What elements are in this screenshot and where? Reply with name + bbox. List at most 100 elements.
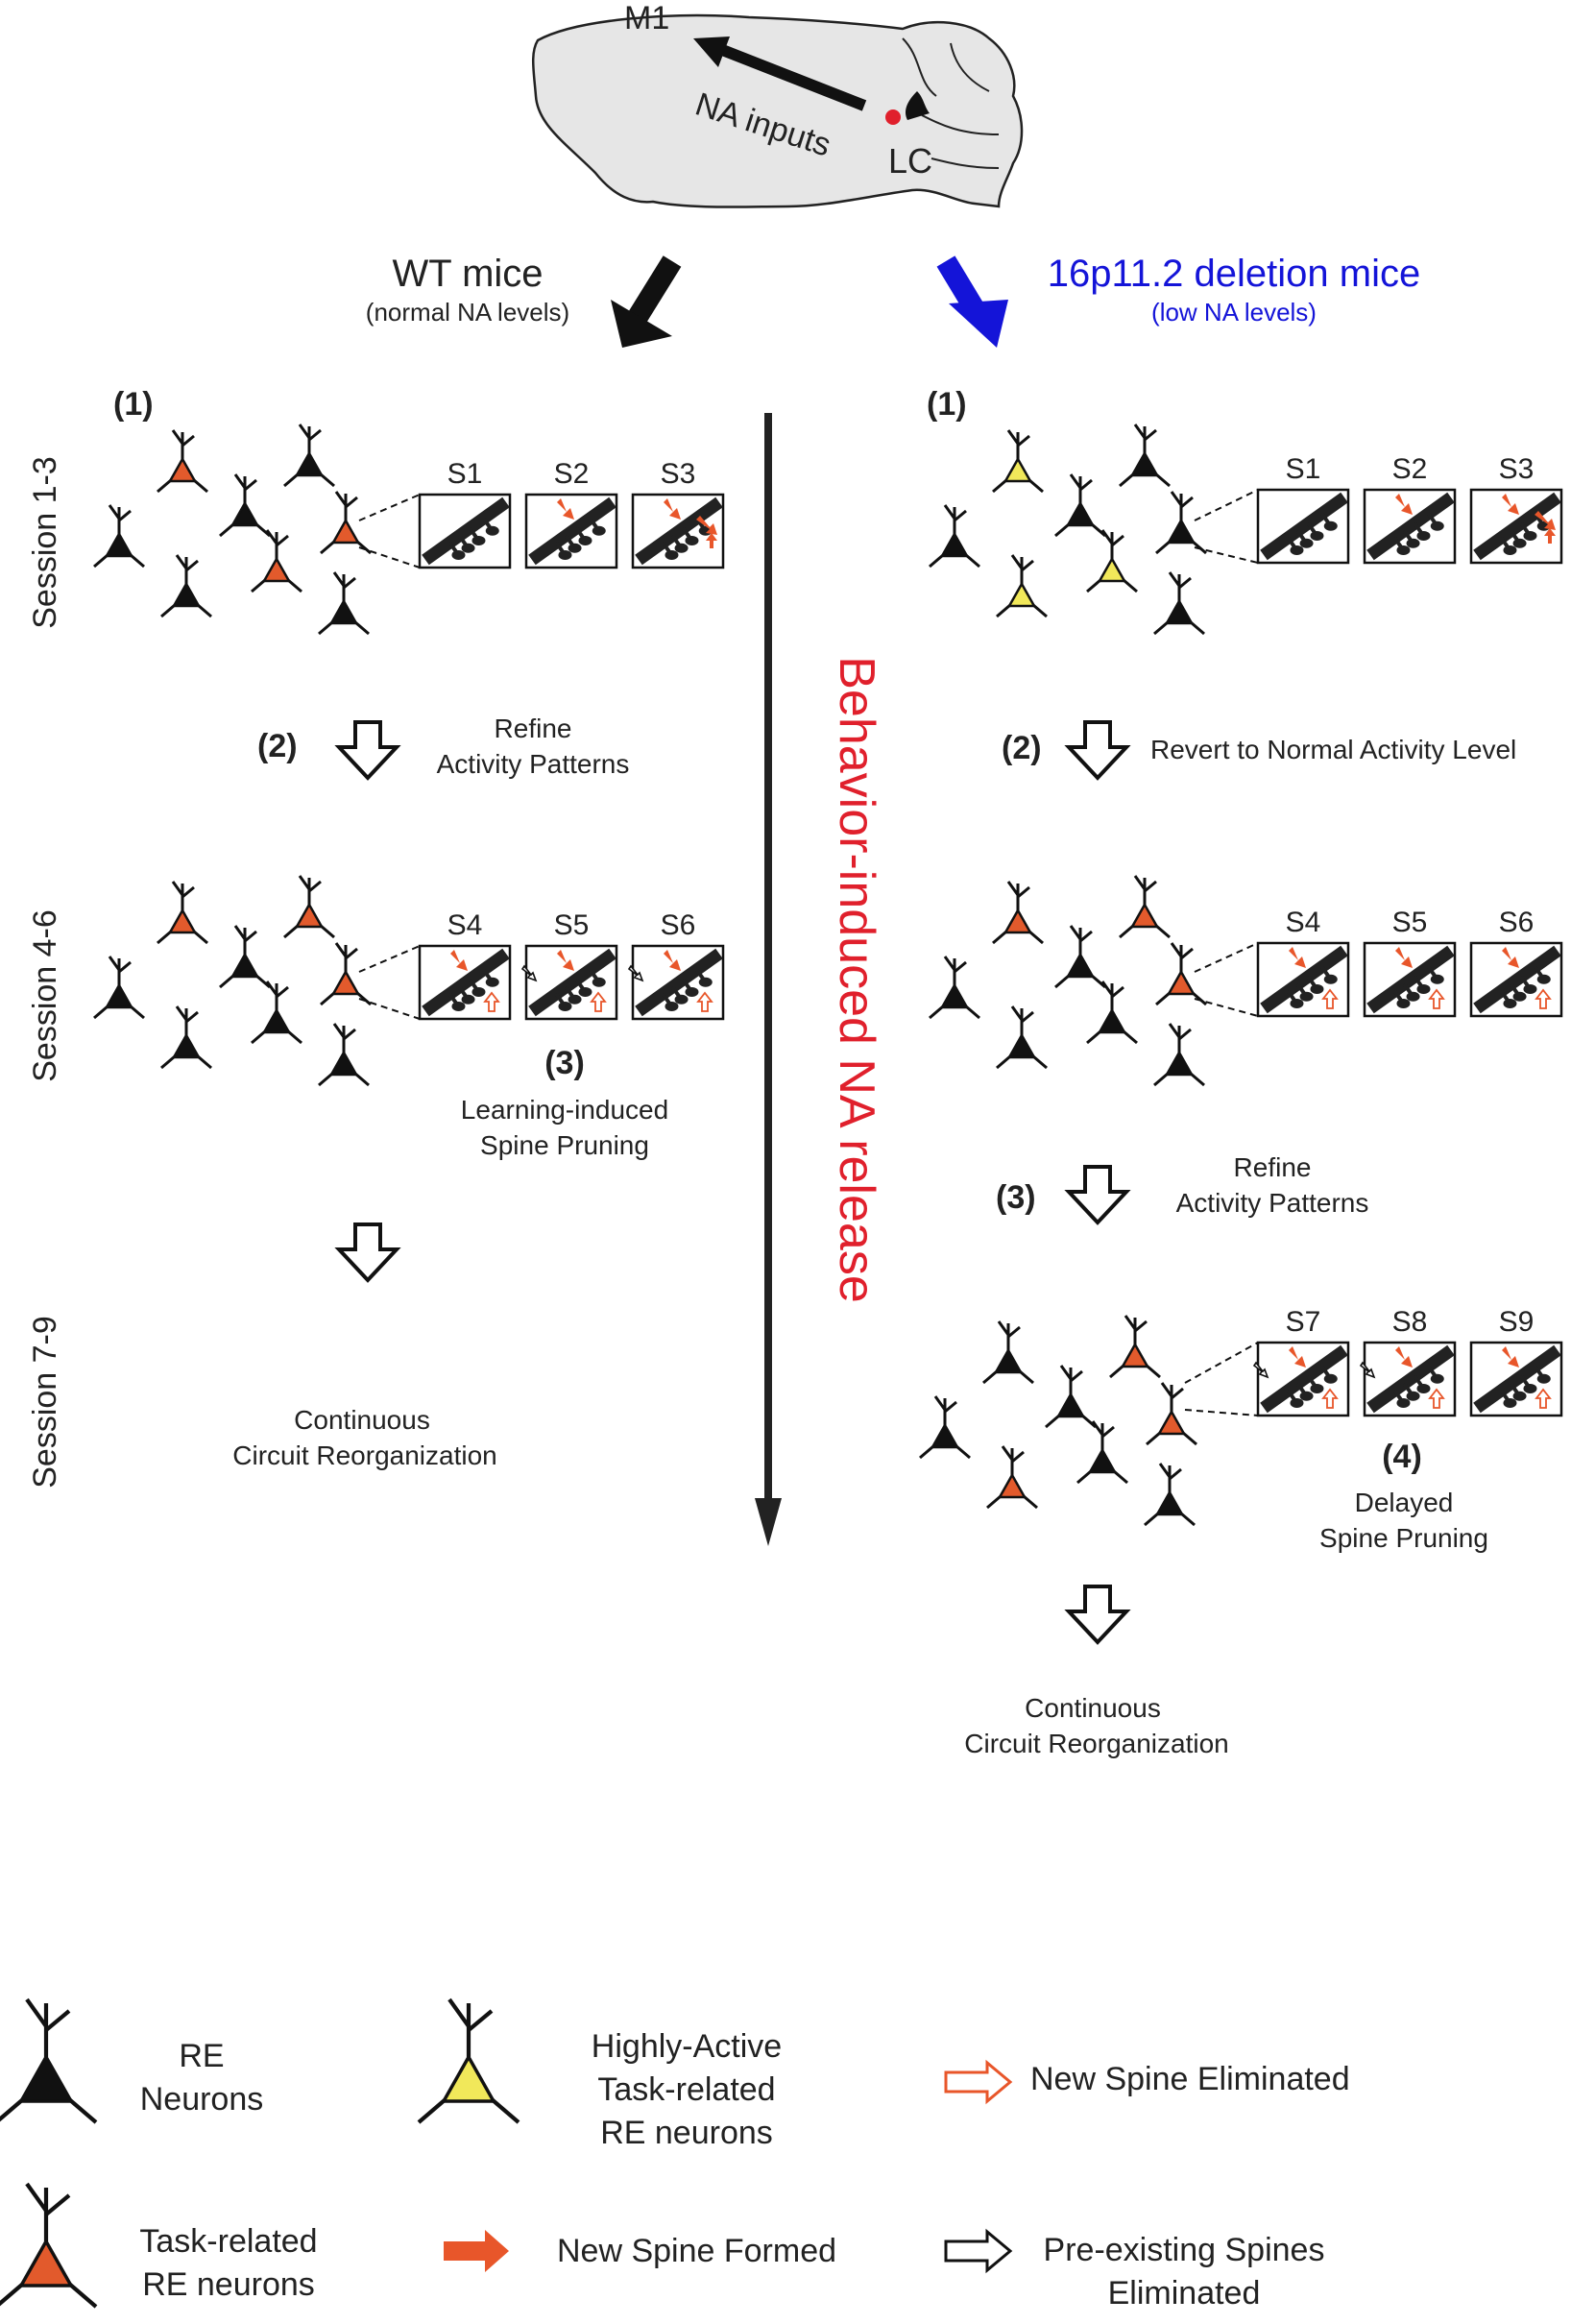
wt-spine-panels-s4-s6: S4 S5 S6	[358, 909, 725, 1021]
legend-new-spine-eliminated-icon	[944, 2059, 1013, 2105]
legend-highly-active-neuron-icon	[417, 1997, 520, 2124]
wt-step-1: (1)	[113, 386, 154, 423]
neuron-icon	[219, 925, 271, 989]
spine-panel-s8-label: S8	[1392, 1306, 1428, 1338]
spine-panel-s4: S4	[1256, 907, 1350, 1018]
spine-panel-s6-label: S6	[661, 909, 696, 941]
wt-arrow-head	[611, 300, 672, 348]
deletion-neuron-group-sessions-7-9	[919, 1315, 1197, 1527]
cerebellum-folds	[902, 37, 1000, 169]
deletion-neuron-group-sessions-1-3	[929, 424, 1207, 636]
deletion-step-3-line-1: Refine	[1234, 1152, 1312, 1182]
spine-panel-s1: S1	[418, 458, 512, 569]
spine-panel-s2: S2	[1363, 453, 1457, 565]
spine-panel-s6: S6	[627, 909, 725, 1021]
deletion-subtitle: (low NA levels)	[1151, 298, 1317, 327]
neuron-icon	[1054, 473, 1106, 538]
legend-neuron-red-shape	[0, 2182, 98, 2309]
wt-arrow-shaft	[628, 255, 682, 323]
neuron-icon	[929, 956, 980, 1020]
deletion-step-3-arrow	[1064, 1165, 1131, 1225]
neuron-icon	[1155, 942, 1207, 1006]
neuron-icon	[1153, 1023, 1205, 1087]
brainstem-marker	[906, 91, 930, 120]
spine-panel-s1-label: S1	[1286, 453, 1321, 485]
lc-dot	[885, 109, 901, 125]
neuron-icon	[318, 571, 370, 636]
spine-panel-s9-label: S9	[1499, 1306, 1535, 1338]
wt-header: WT mice (normal NA levels)	[366, 253, 682, 348]
wt-step-2-arrow	[334, 720, 401, 781]
deletion-final-arrow	[1064, 1585, 1131, 1645]
neuron-icon	[320, 942, 372, 1006]
deletion-arrow-head	[949, 300, 1008, 348]
deletion-step-4-line-1: Delayed	[1355, 1488, 1454, 1517]
legend: RE Neurons Highly-Active Task-related RE…	[0, 1997, 1350, 2312]
neuron-icon	[1045, 1365, 1097, 1429]
legend-new-spine-formed-icon	[444, 2230, 509, 2272]
spine-panel-s7: S7	[1252, 1306, 1350, 1417]
spine-panel-s6-label: S6	[1499, 907, 1535, 938]
spine-panel-s7-label: S7	[1286, 1306, 1321, 1338]
deletion-step-2-text: Revert to Normal Activity Level	[1150, 735, 1516, 764]
spine-panel-s4: S4	[418, 909, 512, 1021]
spine-panel-s4-label: S4	[447, 909, 483, 941]
wt-spine-panels-s1-s3: S1 S2 S3	[358, 458, 725, 569]
neuron-icon	[93, 504, 145, 569]
legend-preexisting-eliminated-line-2: Eliminated	[1108, 2275, 1261, 2312]
spine-panel-s9: S9	[1469, 1306, 1563, 1417]
deletion-header: 16p11.2 deletion mice (low NA levels)	[936, 253, 1420, 348]
center-timeline: Behavior-induced NA release	[755, 413, 884, 1546]
neuron-icon	[1146, 1382, 1197, 1446]
na-inputs-arrowhead	[693, 36, 730, 67]
legend-highly-active-line-1: Highly-Active	[592, 2028, 782, 2065]
spine-panel-s1: S1	[1256, 453, 1350, 565]
spine-panel-s5: S5	[520, 909, 618, 1021]
neuron-icon	[919, 1395, 971, 1460]
wt-step-3-line-1: Learning-induced	[461, 1095, 668, 1125]
na-inputs-arrow	[710, 40, 867, 111]
neuron-icon	[992, 429, 1044, 494]
deletion-step-4: (4)	[1382, 1439, 1422, 1475]
wt-neuron-group-sessions-4-6	[93, 875, 372, 1087]
brain-sketch: M1 NA inputs LC	[532, 0, 1024, 208]
spine-panel-s2-label: S2	[554, 458, 590, 490]
neuron-icon	[1144, 1463, 1196, 1527]
wt-subtitle: (normal NA levels)	[366, 298, 569, 327]
neuron-icon	[1155, 491, 1207, 555]
deletion-title: 16p11.2 deletion mice	[1048, 253, 1420, 295]
deletion-spine-panels-s4-s6: S4 S5 S6	[1194, 907, 1563, 1018]
neuron-icon	[1119, 875, 1171, 939]
deletion-step-2-arrow	[1064, 720, 1131, 781]
deletion-final-line-1: Continuous	[1025, 1693, 1161, 1723]
spine-panel-s3: S3	[631, 458, 725, 569]
deletion-spine-panels-s7-s9: S7 S8 S9	[1184, 1306, 1563, 1417]
spine-panel-s5: S5	[1363, 907, 1457, 1018]
legend-re-neurons-line-1: RE	[179, 2038, 224, 2074]
neuron-icon	[982, 1320, 1034, 1385]
m1-label: M1	[624, 0, 669, 36]
neuron-icon	[93, 956, 145, 1020]
spine-panel-s3: S3	[1469, 453, 1563, 565]
timeline-arrowhead	[755, 1498, 782, 1546]
legend-task-related-line-2: RE neurons	[142, 2266, 315, 2303]
neuron-icon	[986, 1445, 1038, 1510]
neuron-icon	[157, 429, 208, 494]
spine-panel-s4-label: S4	[1286, 907, 1321, 938]
spine-panel-s6: S6	[1469, 907, 1563, 1018]
wt-title: WT mice	[392, 253, 543, 295]
deletion-final-line-2: Circuit Reorganization	[964, 1729, 1228, 1758]
wt-neuron-group-sessions-1-3	[93, 424, 372, 636]
spine-panel-s5-label: S5	[554, 909, 590, 941]
neuron-icon	[160, 554, 212, 618]
deletion-step-2: (2)	[1002, 730, 1042, 766]
neuron-icon	[320, 491, 372, 555]
wt-step-3-line-2: Spine Pruning	[480, 1130, 649, 1160]
wt-step-final-arrow	[334, 1223, 401, 1283]
neuron-icon	[157, 881, 208, 945]
legend-neuron-black-shape	[0, 1997, 98, 2124]
neuron-icon	[992, 881, 1044, 945]
brain-outline	[532, 13, 1024, 208]
